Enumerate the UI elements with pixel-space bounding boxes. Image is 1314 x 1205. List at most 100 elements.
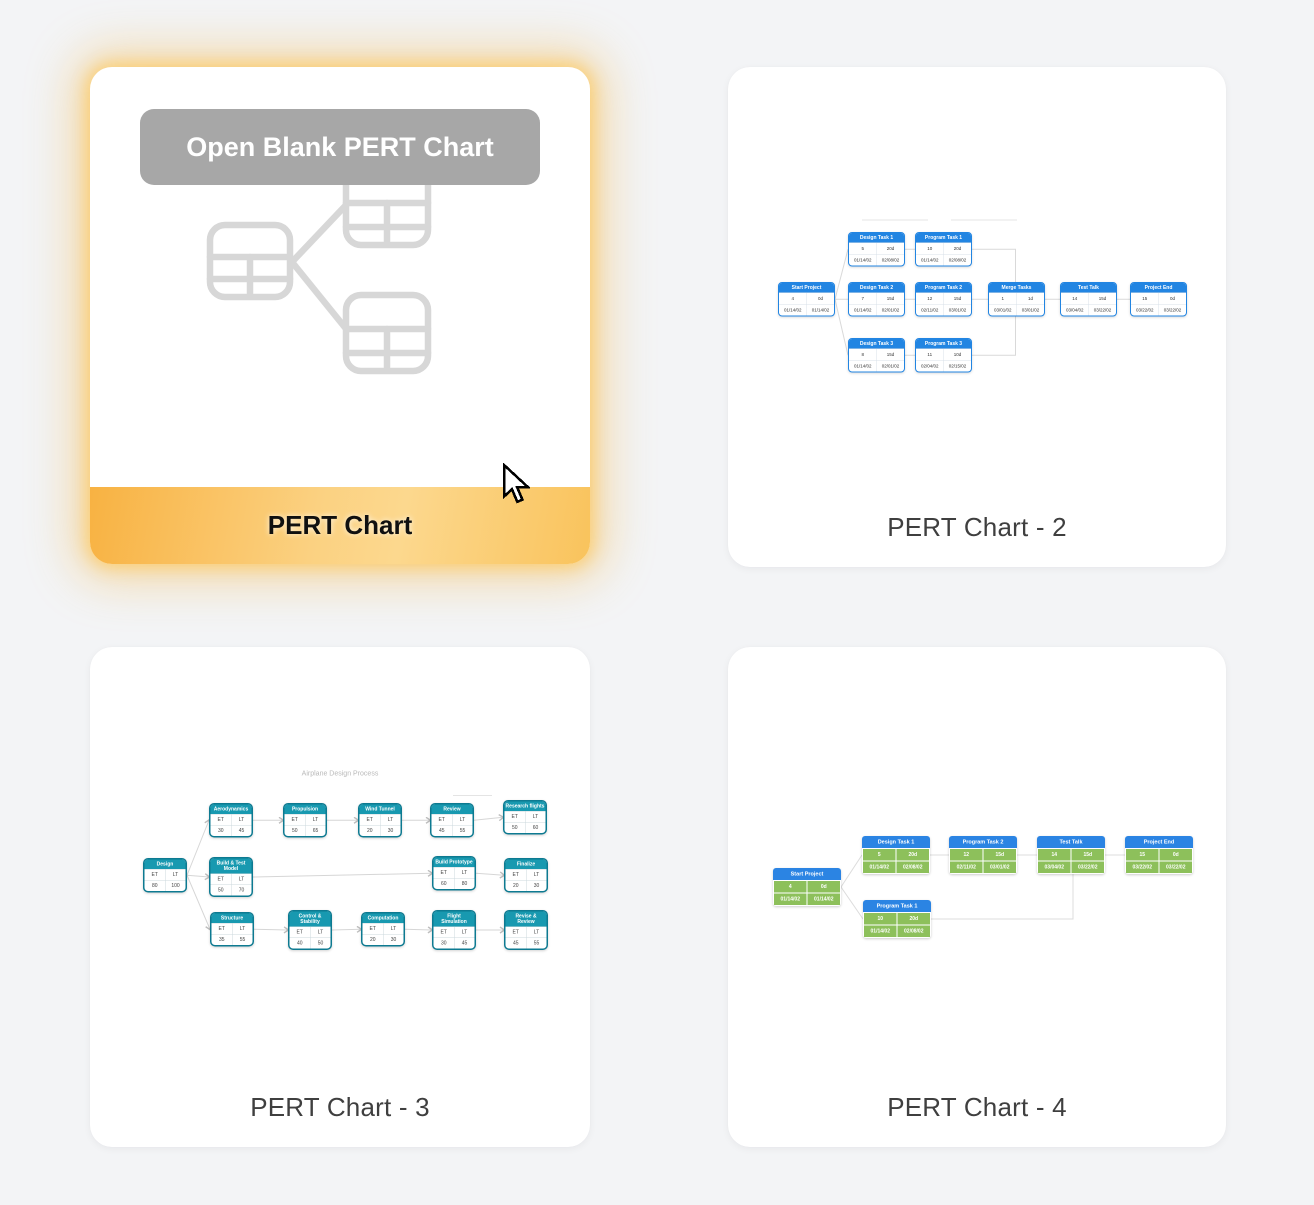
pert-node-cell: LT: [454, 867, 475, 878]
pert-node-cell: 15: [1126, 849, 1159, 861]
pert-node-cell: 03/01/02: [983, 861, 1016, 873]
pert-node-cell: 02/15/02: [943, 360, 971, 372]
pert-node-cell: 14: [1061, 292, 1089, 305]
pert-node-title: Design Task 2: [849, 283, 904, 293]
pert-node-title: Structure: [211, 913, 253, 923]
pert-node-cell: LT: [231, 814, 252, 825]
pert-node-cell: ET: [284, 814, 305, 825]
pert-node-cell: LT: [452, 814, 473, 825]
pert-node-cell: 15d: [876, 292, 904, 304]
pert-node-title: Computation: [362, 913, 404, 923]
open-blank-pert-chart-button[interactable]: Open Blank PERT Chart: [140, 109, 540, 185]
pert-node-cell: 65: [305, 825, 326, 836]
pert-node-cell: LT: [526, 869, 547, 880]
pert-node-cell: 01/14/02: [864, 925, 897, 937]
pert-node-cell: 01/14/02: [863, 861, 896, 873]
card-footer: PERT Chart: [90, 487, 590, 564]
pert-node-cell: 50: [210, 884, 231, 896]
pert-node-cell: 0d: [1159, 849, 1192, 861]
pert-node-cell: 4: [774, 881, 807, 893]
pert-node-cell: 0d: [806, 292, 834, 304]
pert-node-cell: 03/01/02: [989, 304, 1017, 316]
pert-node-cell: LT: [310, 926, 331, 938]
pert-node-cell: 0d: [1158, 292, 1186, 304]
pert-node-title: Review: [431, 804, 473, 814]
pert-node-title: Project End: [1131, 283, 1186, 293]
pert-node-cell: 03/04/02: [1061, 304, 1089, 316]
pert-node-cell: 45: [505, 937, 526, 949]
pert-node-title: Program Task 3: [916, 339, 971, 349]
pert-node-cell: LT: [525, 811, 546, 822]
pert-node-title: Revise & Review: [505, 911, 547, 927]
pert-node-cell: 45: [231, 825, 252, 836]
pert-node-cell: 20: [362, 934, 383, 945]
pert-node-cell: 30: [210, 825, 231, 836]
pert-node-cell: LT: [380, 814, 401, 825]
card-pert-blank[interactable]: Open Blank PERT Chart PERT Chart: [90, 67, 590, 564]
pert-node-title: Program Task 2: [916, 283, 971, 293]
pert-node-title: Design Task 1: [862, 836, 930, 848]
pert-node-cell: 15d: [1088, 292, 1116, 304]
pert-node-cell: 60: [525, 822, 546, 833]
diagram-title: Airplane Design Process: [301, 769, 379, 777]
pert-node-cell: ET: [505, 869, 526, 880]
pert-node-cell: 50: [310, 937, 331, 949]
pert-node-cell: 01/14/02: [806, 304, 834, 316]
pert-node-cell: 20d: [943, 242, 971, 254]
pert-node-cell: 80: [454, 878, 475, 889]
pert-node-title: Program Task 2: [949, 836, 1017, 848]
pert-node-cell: 03/22/02: [1071, 861, 1104, 873]
pert-node-cell: 80: [144, 880, 165, 891]
pert-node-title: Design: [144, 859, 186, 869]
pert-node-cell: 02/11/02: [950, 861, 983, 873]
pert-node-cell: 11: [916, 348, 944, 361]
pert-node-title: Design Task 3: [849, 339, 904, 349]
pert-node-cell: 01/14/02: [849, 360, 877, 372]
pert-node-cell: 01/14/02: [807, 893, 840, 905]
pert-node-cell: LT: [305, 814, 326, 825]
pert-node-title: Build & Test Model: [210, 858, 252, 874]
pert-node-cell: 02/04/02: [916, 360, 944, 372]
pert-node-cell: 03/04/02: [1038, 861, 1071, 873]
pert-node-cell: 10: [916, 242, 944, 255]
pert-node-cell: ET: [504, 811, 525, 822]
pert-node-cell: 15d: [983, 849, 1016, 861]
pert-node-cell: 02/01/02: [876, 360, 904, 372]
pert-node-cell: 15d: [943, 292, 971, 304]
pert-node-cell: 45: [454, 937, 475, 949]
pert-node-cell: 20d: [896, 849, 929, 861]
pert-node-cell: 03/01/02: [1016, 304, 1044, 316]
pert-node-cell: 02/11/02: [916, 304, 944, 316]
pert-node-title: Project End: [1125, 836, 1193, 848]
pert-node-cell: 30: [433, 937, 454, 949]
pert-node-cell: 12: [950, 849, 983, 861]
pert-node-cell: 8: [849, 348, 877, 361]
